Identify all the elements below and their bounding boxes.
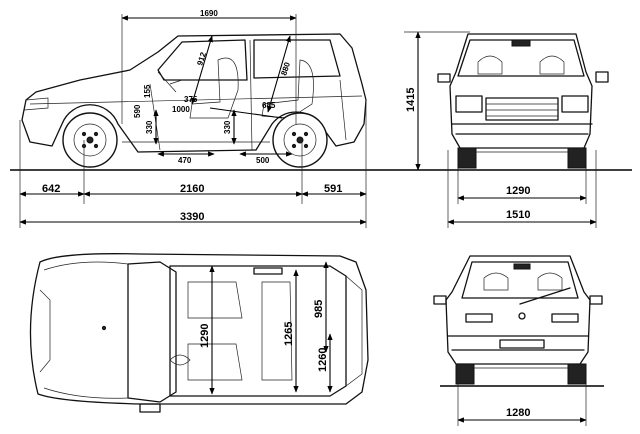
dim-2160-label: 2160 — [180, 183, 204, 195]
dim-880-label: 880 — [279, 61, 292, 77]
dim-line-880 — [267, 35, 291, 113]
front-right-mirror — [595, 71, 609, 83]
top-badge-dot — [101, 325, 107, 331]
front-wheel — [62, 112, 118, 168]
rear-plate — [499, 339, 545, 349]
rear-left-mirror — [433, 295, 447, 305]
rear-emblem — [518, 312, 526, 320]
front-right-tyre — [567, 147, 587, 169]
top-mirror — [139, 403, 161, 413]
dim-642-label: 642 — [42, 183, 60, 195]
dim-330b-label: 330 — [223, 120, 232, 134]
side-view: 1690 912 880 155 375 1000 685 590 330 33… — [10, 9, 632, 228]
dim-330a-label: 330 — [145, 120, 154, 134]
rear-bumper — [447, 335, 589, 351]
front-left-headlamp — [455, 95, 483, 113]
dim-line-912 — [191, 35, 213, 105]
rear-right-tyre — [567, 363, 587, 385]
dim-375-label: 375 — [184, 95, 198, 104]
front-body-outline — [449, 33, 593, 149]
top-body-outline — [29, 253, 369, 405]
rear-right-mirror — [589, 295, 603, 305]
rear-wiper — [519, 287, 571, 305]
top-roof-outline — [169, 265, 347, 397]
front-grille-slats — [486, 103, 558, 117]
top-sunroof-front — [253, 267, 283, 275]
side-front-seat — [189, 57, 239, 119]
dim-591-label: 591 — [324, 183, 342, 195]
dim-1260-label: 1260 — [317, 348, 329, 372]
top-view: 1290 1265 985 1260 — [29, 253, 369, 413]
front-grille — [485, 97, 559, 121]
top-front-seats — [187, 281, 243, 381]
top-tailgate — [345, 275, 363, 387]
side-body-outline — [21, 33, 367, 153]
front-windscreen — [457, 39, 585, 77]
rear-window — [461, 261, 579, 299]
dim-590-label: 590 — [133, 104, 142, 118]
side-rear-window — [253, 39, 341, 79]
front-right-headlamp — [561, 95, 589, 113]
top-hood-lines — [43, 261, 129, 399]
dim-470-label: 470 — [178, 156, 192, 165]
front-left-tyre — [457, 147, 477, 169]
dim-985-label: 985 — [313, 300, 325, 318]
dim-912-label: 912 — [195, 51, 208, 67]
dim-3390-label: 3390 — [180, 211, 204, 223]
front-bumper — [451, 123, 593, 135]
dim-1690-label: 1690 — [200, 9, 218, 18]
dim-line-685 — [209, 107, 283, 119]
dim-front-1290-label: 1290 — [506, 185, 530, 197]
side-steering — [157, 71, 183, 93]
dim-1000-label: 1000 — [172, 105, 190, 114]
rear-brake-light — [513, 263, 531, 270]
top-rear-seat — [261, 281, 293, 381]
rear-left-tyre — [455, 363, 475, 385]
dim-1280-label: 1280 — [506, 407, 530, 419]
top-hood-left — [39, 289, 51, 373]
rear-headrests — [483, 272, 563, 291]
dim-685-label: 685 — [262, 101, 276, 110]
dim-1415-label: 1415 — [405, 88, 417, 112]
side-front-window — [157, 39, 248, 81]
side-headlamp — [23, 97, 49, 111]
rear-right-badge — [551, 313, 579, 323]
rear-wheel — [272, 112, 328, 168]
rear-left-badge — [465, 313, 493, 323]
front-mirror — [511, 39, 531, 47]
dim-155-label: 155 — [143, 84, 152, 98]
dim-top-1290-label: 1290 — [199, 324, 211, 348]
dim-1510-label: 1510 — [506, 209, 530, 221]
rear-view: 1280 — [433, 255, 604, 426]
dim-500-label: 500 — [256, 156, 270, 165]
dim-1265-label: 1265 — [283, 322, 295, 346]
side-rear-seat — [261, 59, 314, 119]
front-seats — [477, 55, 565, 75]
front-view: 1290 1510 — [437, 33, 609, 228]
top-steering — [169, 354, 191, 366]
top-windscreen — [127, 261, 177, 403]
front-left-mirror — [437, 73, 451, 83]
